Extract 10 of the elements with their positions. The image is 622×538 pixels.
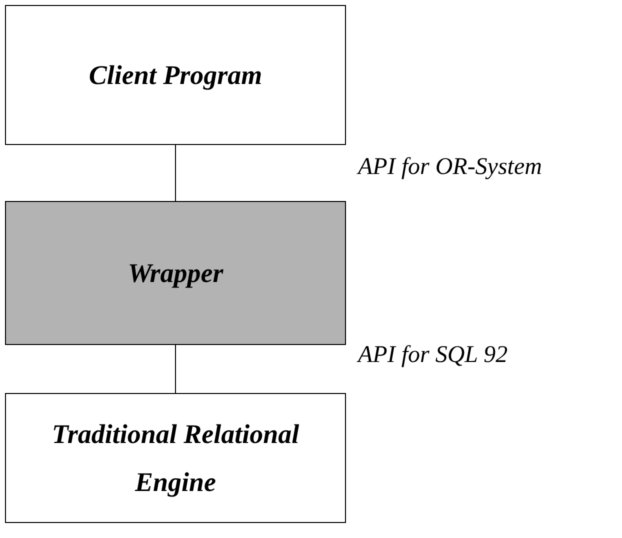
- process-box: [5, 393, 346, 523]
- connector-line: [175, 144, 176, 202]
- box-label: Wrapper: [126, 257, 224, 290]
- interface-label: API for SQL 92: [358, 342, 508, 369]
- box-label: Client Program: [88, 59, 264, 92]
- interface-label: API for OR-System: [358, 154, 542, 181]
- shaded-process-box: [5, 201, 346, 345]
- box-label: Traditional Relational Engine: [50, 418, 300, 499]
- process-box: [5, 5, 346, 145]
- connector-line: [175, 344, 176, 394]
